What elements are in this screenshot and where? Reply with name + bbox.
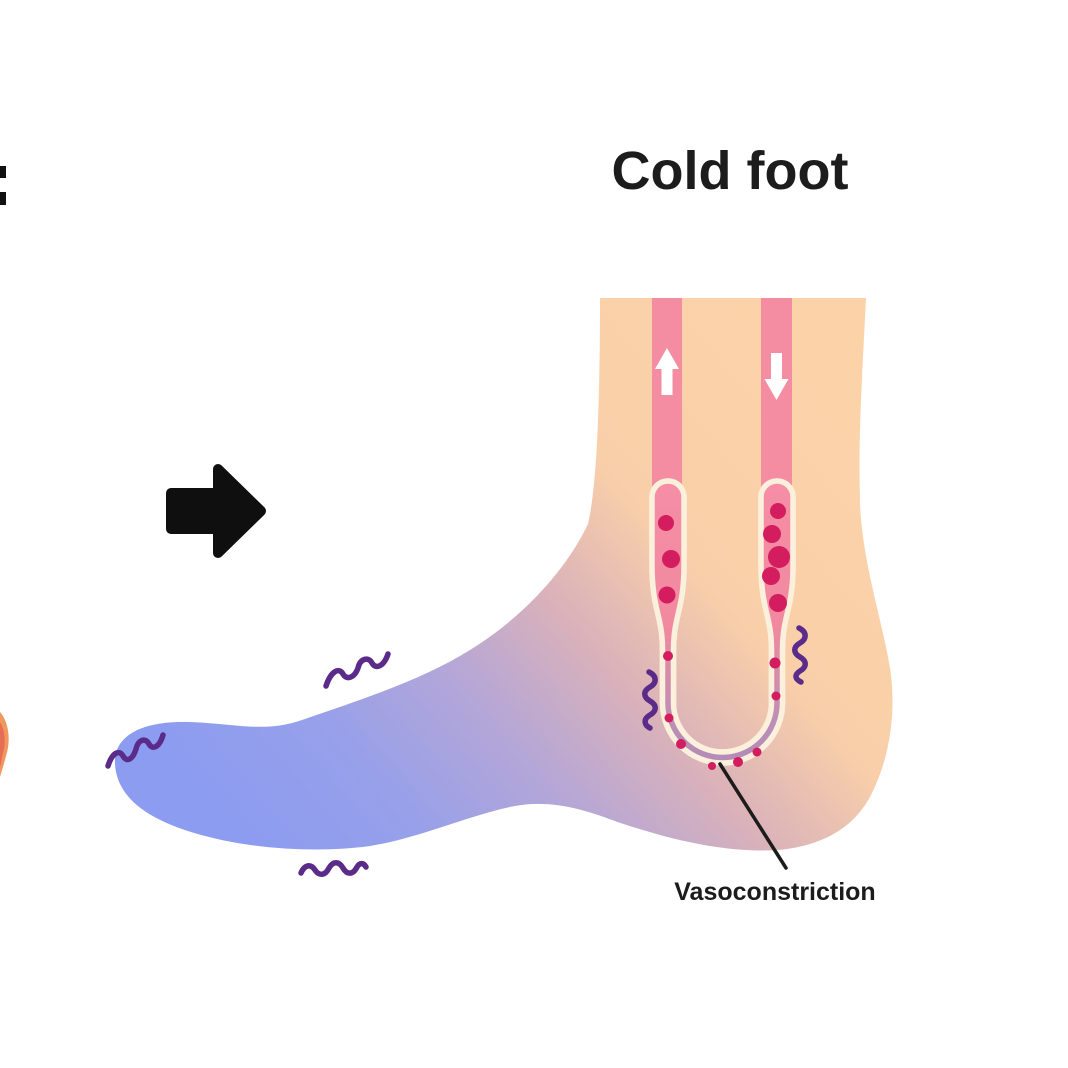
cropped-adjacent-foot-fragment	[0, 712, 9, 777]
blood-cell-dot	[769, 657, 781, 669]
shiver-squiggle-sole-icon	[298, 860, 369, 877]
vasoconstriction-label: Vasoconstriction	[674, 878, 876, 906]
leg-vessel-bands	[652, 298, 792, 493]
blood-cell-dot	[771, 691, 781, 701]
blood-cell-dot	[752, 747, 762, 757]
leader-line	[718, 762, 788, 870]
shiver-squiggles	[105, 625, 808, 877]
blood-cell-dots	[658, 503, 790, 770]
blood-cell-dot	[762, 567, 780, 585]
blood-cell-dot	[763, 525, 781, 543]
blood-cell-dot	[769, 594, 787, 612]
blood-flow-down-arrow-icon	[764, 353, 789, 400]
panel-title: Cold foot	[611, 141, 849, 201]
transition-arrow-icon	[166, 464, 266, 558]
blood-cell-dot	[663, 651, 673, 661]
blood-cell-dot	[658, 515, 674, 531]
shiver-squiggle-toe-icon	[105, 732, 166, 769]
blood-cell-dot	[708, 762, 716, 770]
blood-cell-dot	[768, 546, 790, 568]
blood-cell-dot	[664, 713, 674, 723]
shiver-squiggle-left-of-loop-icon	[642, 669, 658, 731]
blood-flow-up-arrow-icon	[655, 348, 679, 395]
blood-cell-dot	[733, 757, 743, 767]
blood-cell-dot	[770, 503, 786, 519]
shiver-squiggle-instep-icon	[323, 651, 391, 689]
blood-cell-dot	[662, 550, 680, 568]
artery-band	[652, 298, 682, 493]
shiver-squiggle-right-of-loop-icon	[792, 625, 808, 685]
blood-cell-dot	[676, 739, 686, 749]
cropped-text-fragment	[0, 166, 6, 205]
foot-shape	[114, 298, 893, 851]
blood-cell-dot	[658, 586, 676, 604]
